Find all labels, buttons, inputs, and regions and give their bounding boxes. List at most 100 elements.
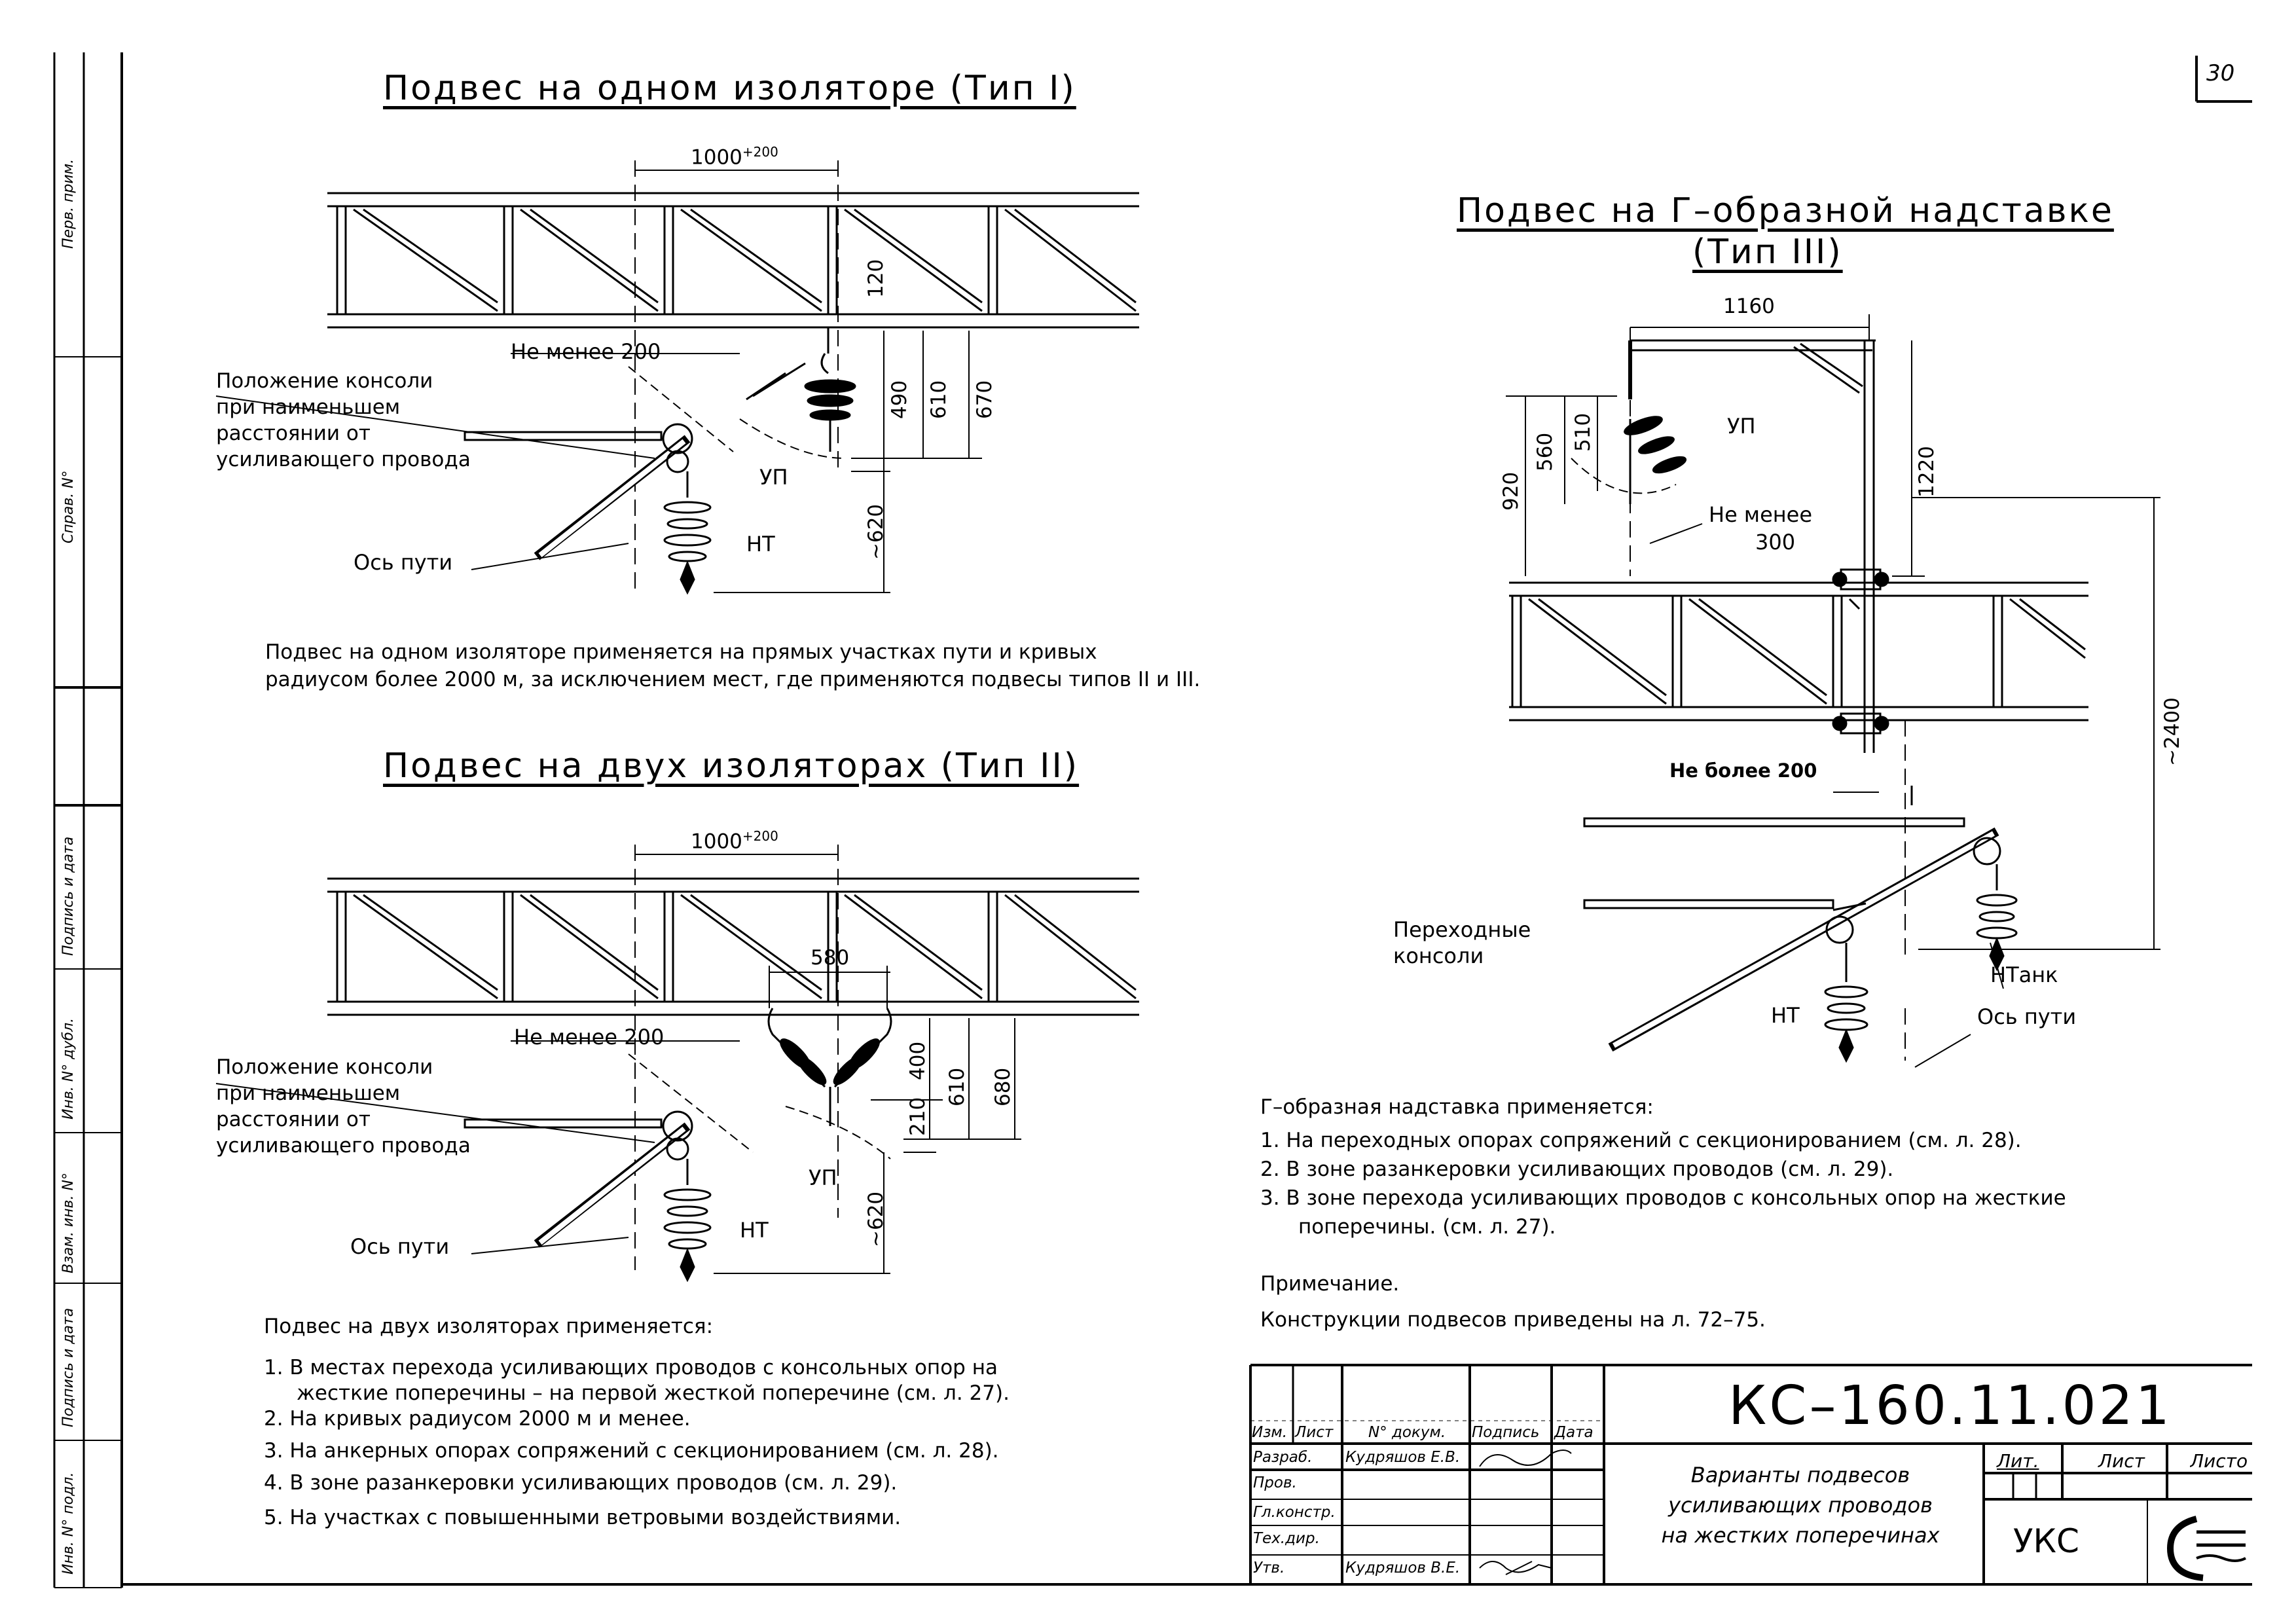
type2-intro: Подвес на двух изоляторах применяется: xyxy=(264,1315,714,1338)
tb-desc-line-3: на жестких поперечинах xyxy=(1661,1523,1940,1548)
truss-type2 xyxy=(327,877,1139,1016)
type3-dim-560: 560 xyxy=(1533,432,1557,471)
type2-dim-680: 680 xyxy=(991,1067,1015,1106)
type3-transition-1: Переходные xyxy=(1393,917,1531,942)
tb-role-glkonstr: Гл.констр. xyxy=(1253,1504,1336,1521)
type2-title: Подвес на двух изоляторах (Тип II) xyxy=(383,746,1080,786)
dims-type2 xyxy=(215,845,1021,1274)
tb-role-razrab: Разраб. xyxy=(1253,1449,1313,1466)
type3-title-line1: Подвес на Г–образной надставке xyxy=(1457,191,2114,230)
tb-role-prov: Пров. xyxy=(1253,1474,1297,1491)
type3-dim-920: 920 xyxy=(1499,471,1523,511)
type2-console-line-1: Положение консоли xyxy=(216,1055,433,1079)
consoles-type3 xyxy=(1583,786,2018,1063)
stamp-podpis-data-1: Подпись и дата xyxy=(60,836,77,956)
type2-span-dim: 1000+200 xyxy=(691,828,778,853)
org-logo xyxy=(2166,1516,2246,1581)
type2-items: 1. В местах перехода усиливающих проводо… xyxy=(264,1355,1010,1531)
tb-name-razrab: Кудряшов Е.В. xyxy=(1345,1449,1461,1466)
type3-not-less-2: 300 xyxy=(1755,530,1796,555)
type2-item-4: 4. В зоне разанкеровки усиливающих прово… xyxy=(264,1471,898,1495)
type2-console-line-2: при наименьшем xyxy=(216,1082,401,1105)
type3-note-title: Примечание. xyxy=(1260,1272,1400,1296)
type3-not-less: Не менее 300 xyxy=(1709,501,1812,556)
type1-up-label: УП xyxy=(759,465,788,490)
drawing-code: КС–160.11.021 xyxy=(1728,1375,2172,1437)
type3-not-more: Не более 200 xyxy=(1669,759,1817,782)
type2-dim-580: 580 xyxy=(811,946,850,970)
type2-up-label: УП xyxy=(809,1165,837,1190)
type3-transition-2: консоли xyxy=(1393,943,1484,968)
tb-lists: Листо xyxy=(2190,1450,2248,1472)
signature-2 xyxy=(1479,1561,1552,1575)
type3-dim-1160: 1160 xyxy=(1723,295,1775,318)
type1-desc-line-1: Подвес на одном изоляторе применяется на… xyxy=(265,640,1097,664)
console-type1 xyxy=(464,327,856,595)
type3-dim-1220: 1220 xyxy=(1915,446,1939,498)
tb-head-podpis: Подпись xyxy=(1472,1424,1540,1441)
stamp-inv-dubl: Инв. N° дубл. xyxy=(60,1017,77,1120)
type1-console-line-1: Положение консоли xyxy=(216,369,433,393)
type1-dim-120: 120 xyxy=(864,259,888,298)
tb-name-utv: Кудряшов В.Е. xyxy=(1345,1559,1461,1577)
tb-role-texdir: Тех.дир. xyxy=(1253,1530,1320,1547)
type2-item-1b: жесткие поперечины – на первой жесткой п… xyxy=(297,1381,1010,1405)
type2-dim-620: ~620 xyxy=(864,1191,888,1247)
sheet-number: 30 xyxy=(2206,60,2235,86)
tb-desc-line-1: Варианты подвесов xyxy=(1690,1463,1910,1487)
type1-axis-label: Ось пути xyxy=(354,550,453,575)
type2-dim-400: 400 xyxy=(906,1041,930,1080)
signature-1 xyxy=(1479,1450,1572,1467)
truss-type1 xyxy=(327,192,1139,329)
type1-console-label: Положение консоли при наименьшем расстоя… xyxy=(216,368,471,473)
type1-desc-line-2: радиусом более 2000 м, за исключением ме… xyxy=(265,668,1201,691)
type2-span-tol: +200 xyxy=(742,828,778,844)
type3-transition-consoles: Переходные консоли xyxy=(1393,917,1531,969)
type2-dim-610: 610 xyxy=(945,1067,969,1106)
stamp-perv-prim: Перв. прим. xyxy=(60,158,77,249)
type1-span-value: 1000 xyxy=(691,145,742,170)
type1-nt-label: НТ xyxy=(746,532,775,556)
stamp-inv-podl: Инв. N° подл. xyxy=(60,1472,77,1575)
dims-type3 xyxy=(1506,314,2160,1068)
type2-item-2: 2. На кривых радиусом 2000 м и менее. xyxy=(264,1407,691,1431)
type1-title: Подвес на одном изоляторе (Тип I) xyxy=(383,69,1076,108)
type2-item-3: 3. На анкерных опорах сопряжений с секци… xyxy=(264,1439,999,1463)
tb-org: УКС xyxy=(2013,1522,2079,1560)
type3-dim-2400: ~2400 xyxy=(2160,697,2184,766)
tb-desc-line-2: усиливающих проводов xyxy=(1668,1493,1933,1518)
type3-title-line2: (Тип III) xyxy=(1692,232,1843,272)
dims-type1 xyxy=(215,160,982,593)
type1-span-dim: 1000+200 xyxy=(691,144,778,169)
tb-head-list: Лист xyxy=(1295,1424,1334,1441)
tb-head-data: Дата xyxy=(1554,1424,1594,1441)
type1-dim-490: 490 xyxy=(888,380,911,419)
type1-span-tol: +200 xyxy=(742,144,778,160)
type1-console-line-3: расстоянии от xyxy=(216,422,371,445)
type2-span-value: 1000 xyxy=(691,830,742,854)
tb-role-utv: Утв. xyxy=(1253,1559,1285,1577)
truss-type3 xyxy=(1509,581,2088,721)
type2-console-line-3: расстоянии от xyxy=(216,1108,371,1131)
type3-note: Конструкции подвесов приведены на л. 72–… xyxy=(1260,1308,1766,1332)
tb-head-izm: Изм. xyxy=(1252,1424,1288,1441)
type3-nt-label: НТ xyxy=(1771,1003,1800,1028)
type2-not-less: Не менее 200 xyxy=(514,1025,665,1049)
type3-item-1: 1. На переходных опорах сопряжений с сек… xyxy=(1260,1129,2022,1152)
type3-item-3a: 3. В зоне перехода усиливающих проводов … xyxy=(1260,1186,2066,1210)
type2-axis-label: Ось пути xyxy=(350,1234,450,1259)
stamp-sprav-n: Справ. N° xyxy=(60,470,77,543)
stamp-vzam-inv: Взам. инв. N° xyxy=(60,1173,77,1273)
type3-items: 1. На переходных опорах сопряжений с сек… xyxy=(1260,1126,2066,1241)
type3-item-3b: поперечины. (см. л. 27). xyxy=(1298,1215,1556,1239)
type2-item-1a: 1. В местах перехода усиливающих проводо… xyxy=(264,1356,998,1379)
type1-not-less: Не менее 200 xyxy=(511,339,661,364)
stamp-podpis-data-2: Подпись и дата xyxy=(60,1307,77,1427)
type1-dim-610: 610 xyxy=(927,380,951,419)
type1-console-line-2: при наименьшем xyxy=(216,395,401,419)
type3-not-less-1: Не менее xyxy=(1709,502,1813,527)
type3-item-2: 2. В зоне разанкеровки усиливающих прово… xyxy=(1260,1158,1894,1181)
type1-console-line-4: усиливающего провода xyxy=(216,448,471,471)
type2-nt-label: НТ xyxy=(740,1218,769,1243)
